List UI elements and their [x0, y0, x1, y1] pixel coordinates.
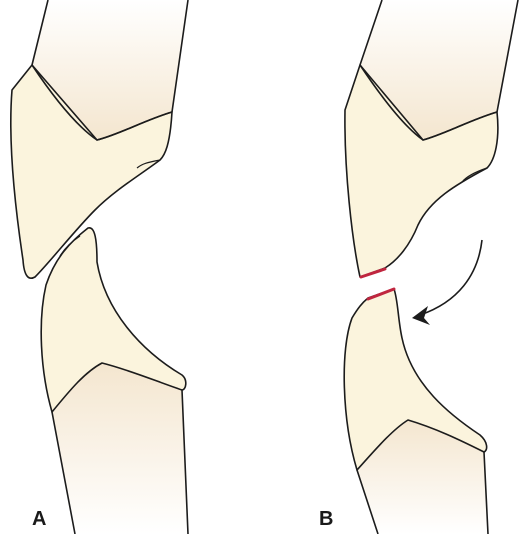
movement-arrow-head-icon — [412, 306, 430, 325]
panel-a — [11, 0, 188, 534]
lower-tooth-a — [41, 228, 188, 534]
panel-label-a: A — [32, 509, 46, 529]
lower-tooth-b — [344, 289, 488, 534]
upper-tooth-b — [345, 0, 518, 277]
upper-tooth-a — [11, 0, 188, 278]
panel-b — [344, 0, 518, 534]
movement-arrow — [412, 240, 482, 325]
panel-label-b: B — [319, 509, 333, 529]
movement-arrow-curve — [420, 240, 482, 315]
